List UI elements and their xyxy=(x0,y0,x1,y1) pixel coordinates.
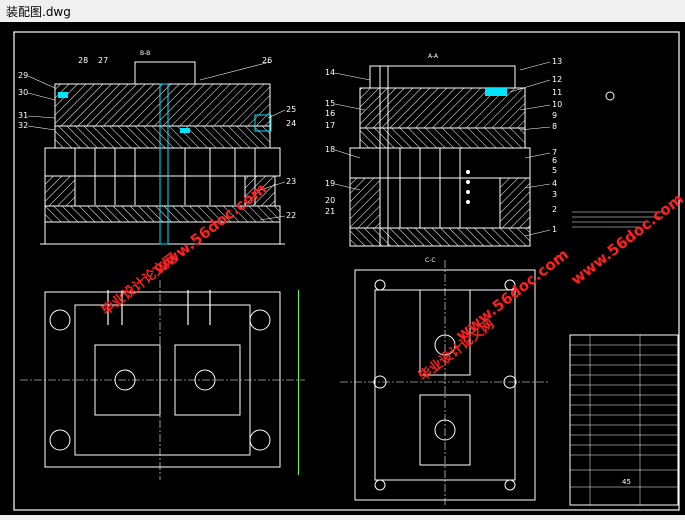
window-title: 装配图.dwg xyxy=(6,5,71,19)
callout-19: 19 xyxy=(325,179,335,188)
watermark-2: 毕业设计论文网 xyxy=(99,250,181,319)
view-label-a-a: A-A xyxy=(428,53,439,60)
callouts-left: 29 30 31 32 28 27 26 25 24 23 22 xyxy=(18,56,296,220)
callout-21: 21 xyxy=(325,207,335,216)
drawing-frame xyxy=(13,31,680,511)
watermark-cn-1: 毕业设计论文网 xyxy=(99,250,181,319)
callout-31: 31 xyxy=(18,111,28,120)
callout-30: 30 xyxy=(18,88,28,97)
callout-12: 12 xyxy=(552,75,562,84)
callout-29: 29 xyxy=(18,71,28,80)
plan-view-left xyxy=(20,280,305,480)
callout-3: 3 xyxy=(552,190,557,199)
callout-14: 14 xyxy=(325,68,335,77)
callout-11: 11 xyxy=(552,88,562,97)
callout-2: 2 xyxy=(552,205,557,214)
callout-4: 4 xyxy=(552,179,557,188)
callout-16: 16 xyxy=(325,109,335,118)
callout-27: 27 xyxy=(98,56,108,65)
surface-roughness-symbol xyxy=(605,91,615,101)
view-label-c-c: C-C xyxy=(425,257,436,264)
callout-22: 22 xyxy=(286,211,296,220)
title-block: 45 xyxy=(569,334,679,506)
callout-7: 7 xyxy=(552,148,557,157)
drawing-canvas[interactable]: B-B 29 30 31 32 28 27 26 25 24 23 22 xyxy=(0,22,685,515)
callout-25: 25 xyxy=(286,105,296,114)
callout-15: 15 xyxy=(325,99,335,108)
callout-18: 18 xyxy=(325,145,335,154)
callout-28a: 28 xyxy=(78,56,88,65)
callout-13: 13 xyxy=(552,57,562,66)
callout-5: 5 xyxy=(552,166,557,175)
watermark-url-3: www.56doc.com xyxy=(567,190,685,289)
callout-17: 17 xyxy=(325,121,335,130)
plan-view-c-c: C-C xyxy=(340,257,550,505)
callout-26: 26 xyxy=(262,56,272,65)
section-view-a-a: A-A xyxy=(349,53,531,247)
callout-9: 9 xyxy=(552,111,557,120)
callout-24: 24 xyxy=(286,119,296,128)
section-view-b-b: B-B xyxy=(40,50,285,245)
technical-notes xyxy=(572,211,665,228)
callout-20: 20 xyxy=(325,196,335,205)
callout-10: 10 xyxy=(552,100,562,109)
callout-8: 8 xyxy=(552,122,557,131)
view-label-b-b: B-B xyxy=(140,50,150,57)
window-title-bar: 装配图.dwg xyxy=(0,0,685,23)
watermark-5: www.56doc.com xyxy=(567,190,685,289)
callout-6: 6 xyxy=(552,156,557,165)
callout-32: 32 xyxy=(18,121,28,130)
callout-1: 1 xyxy=(552,225,557,234)
callout-23: 23 xyxy=(286,177,296,186)
callouts-right: 14 15 16 17 18 19 20 21 13 12 11 10 9 8 … xyxy=(325,57,562,234)
title-block-scale: 45 xyxy=(622,478,631,486)
drawing-svg: B-B 29 30 31 32 28 27 26 25 24 23 22 xyxy=(13,31,685,511)
